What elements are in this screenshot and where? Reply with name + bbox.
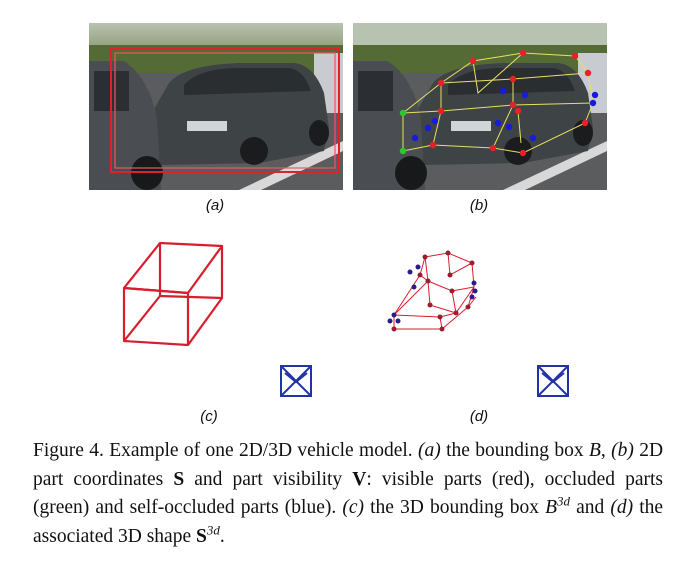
caption-symbol-s: S: [173, 469, 184, 490]
car-photo-b: [353, 23, 607, 190]
caption-symbol-b3d: B: [545, 497, 557, 518]
caption-lead: Figure 4. Example of one 2D/3D vehicle m…: [33, 440, 413, 461]
caption-ref-b: (b): [611, 440, 634, 461]
caption-text-b2: and part visibility: [194, 469, 342, 490]
caption-sup-s3d: 3d: [207, 522, 220, 537]
shape-3d: [380, 245, 600, 405]
caption-ref-a: (a): [418, 440, 441, 461]
shape-visible-points: [392, 251, 475, 332]
car-photo-a: [89, 23, 343, 190]
caption-sup-b3d: 3d: [557, 494, 570, 509]
caption-end: .: [220, 526, 225, 547]
panel-d: [380, 245, 600, 405]
photo-panel-b: [353, 23, 607, 190]
cube-hidden-edge-back: [160, 296, 222, 298]
panel-label-d: (d): [449, 408, 509, 425]
camera-icon-d: [538, 366, 568, 396]
caption-symbol-v: V: [352, 469, 366, 490]
cube-hidden-edge-left: [124, 243, 160, 341]
caption-symbol-s3d: S: [196, 526, 207, 547]
figure-caption: Figure 4. Example of one 2D/3D vehicle m…: [33, 437, 663, 551]
panel-c: [110, 235, 330, 405]
panel-label-b: (b): [449, 197, 509, 214]
caption-ref-c: (c): [342, 497, 364, 518]
caption-text-c: the 3D bounding box: [370, 497, 539, 518]
caption-symbol-b: B: [589, 440, 601, 461]
panel-label-c: (c): [179, 408, 239, 425]
photo-panel-a: [89, 23, 343, 190]
cube-side-edges: [188, 246, 222, 345]
panel-label-a: (a): [185, 197, 245, 214]
cube-top-face: [124, 243, 222, 293]
caption-conj: and: [576, 497, 604, 518]
caption-ref-d: (d): [610, 497, 633, 518]
bounding-box-3d: [110, 235, 330, 405]
camera-icon: [281, 366, 311, 396]
caption-text-a: the bounding box: [446, 440, 583, 461]
shape-self-occluded-points: [388, 265, 478, 324]
